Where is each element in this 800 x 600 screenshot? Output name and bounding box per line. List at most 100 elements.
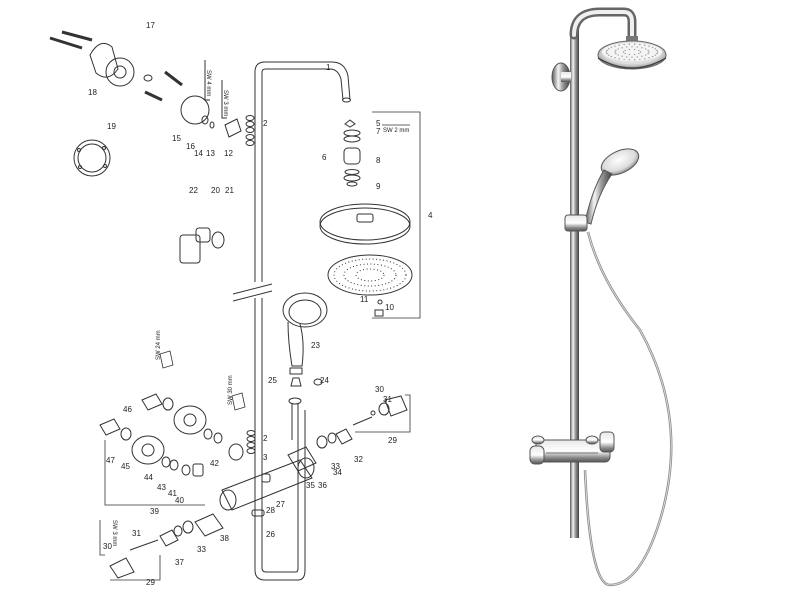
nozzle-dot	[645, 54, 647, 56]
nozzle-dot	[641, 55, 643, 57]
nozzle-dot	[633, 53, 636, 56]
part-label: 45	[121, 462, 130, 471]
part-label: 34	[333, 468, 342, 477]
part-label: 33	[331, 462, 340, 471]
nozzle-dot	[628, 43, 631, 45]
part-label: 4	[428, 211, 433, 220]
nozzle-dot	[615, 52, 617, 55]
nozzle-dot	[624, 49, 626, 52]
nozzle-dot	[651, 46, 654, 49]
nozzle-dot	[618, 44, 620, 46]
nozzle-dot	[636, 56, 638, 58]
nozzle-dot	[636, 46, 638, 48]
thermostat-mixer-icon	[529, 431, 615, 465]
part-label: 24	[320, 376, 329, 385]
part-label: 25	[268, 376, 277, 385]
part-label: 8	[376, 156, 381, 165]
riser-pipe	[232, 61, 351, 581]
part-label: 21	[225, 186, 234, 195]
part-label: 29	[388, 436, 397, 445]
part-label: 11	[360, 295, 369, 304]
connection-parts	[99, 350, 246, 506]
nozzle-dot	[648, 45, 650, 47]
part-label: 5	[376, 119, 381, 128]
part-label: 16	[186, 142, 195, 151]
part-label: 31	[383, 395, 392, 404]
hand-shower-drawing	[282, 292, 328, 440]
nozzle-dot	[639, 43, 641, 46]
nozzle-dot	[633, 48, 636, 51]
tool-size-label: SW 3 mm	[222, 90, 228, 116]
nozzle-dot	[626, 56, 628, 58]
nozzle-dot	[654, 48, 656, 50]
nozzle-dot	[656, 49, 658, 52]
nozzle-dot	[648, 51, 650, 53]
part-label: 19	[107, 122, 116, 131]
nozzle-dot	[610, 46, 613, 49]
nozzle-dot	[622, 51, 625, 53]
part-label: 42	[210, 459, 219, 468]
part-label: 2	[263, 119, 268, 128]
nozzle-dot	[644, 58, 646, 60]
part-label: 41	[168, 489, 177, 498]
part-label: 33	[197, 545, 206, 554]
o-ring-set-lower	[246, 430, 256, 454]
part-label: 39	[150, 507, 159, 516]
tool-size-label: SW 2 mm	[383, 128, 409, 134]
nozzle-dot	[614, 51, 616, 53]
nozzle-dot	[638, 49, 640, 52]
o-ring-set-upper	[245, 115, 255, 146]
nozzle-dot	[639, 51, 642, 53]
cartridge-left-parts	[99, 513, 224, 581]
part-label: 32	[354, 455, 363, 464]
part-label: 2	[263, 434, 268, 443]
nozzle-dot	[647, 49, 649, 52]
part-label: 30	[375, 385, 384, 394]
nozzle-dot	[628, 48, 631, 51]
part-label: 35	[306, 481, 315, 490]
nozzle-dot	[628, 53, 631, 56]
nozzle-dot	[610, 55, 613, 58]
part-label: 47	[106, 456, 115, 465]
nozzle-dot	[631, 56, 633, 58]
part-label: 6	[322, 153, 327, 162]
nozzle-dot	[621, 55, 623, 57]
part-label: 22	[189, 186, 198, 195]
part-label: 37	[175, 558, 184, 567]
part-label: 12	[224, 149, 233, 158]
tool-size-label: SW 4 mm	[205, 70, 211, 96]
nozzle-dot	[641, 47, 643, 49]
nozzle-dot	[618, 58, 620, 60]
part-label: 20	[211, 186, 220, 195]
cartridge-right-parts	[287, 394, 411, 472]
nozzle-dot	[638, 52, 640, 55]
nozzle-dot	[633, 43, 636, 45]
nozzle-dot	[644, 44, 646, 46]
nozzle-dot	[617, 48, 619, 50]
part-label: 43	[157, 483, 166, 492]
part-label: 14	[194, 149, 203, 158]
tool-size-label: SW 3 mm	[111, 520, 117, 546]
shower-hose-icon	[583, 231, 673, 587]
exploded-parts-drawing	[49, 30, 421, 581]
nozzle-dot	[656, 52, 658, 55]
wall-bracket-parts	[49, 30, 242, 264]
hand-shower-icon	[564, 148, 640, 232]
nozzle-dot	[633, 59, 636, 61]
part-label: 46	[123, 405, 132, 414]
part-label: 31	[132, 529, 141, 538]
nozzle-dot	[608, 54, 610, 56]
nozzle-dot	[606, 52, 608, 55]
nozzle-dot	[615, 49, 617, 52]
nozzle-dot	[623, 43, 625, 46]
overhead-shower-icon	[597, 36, 667, 70]
nozzle-dot	[621, 47, 623, 49]
nozzle-dot	[645, 48, 647, 50]
wall-bracket-top	[551, 62, 571, 92]
nozzle-dot	[654, 54, 656, 56]
part-label: 23	[311, 341, 320, 350]
tool-size-label: SW 24 mm	[156, 330, 162, 360]
nozzle-dot	[651, 55, 654, 58]
nozzle-dot	[608, 48, 610, 50]
